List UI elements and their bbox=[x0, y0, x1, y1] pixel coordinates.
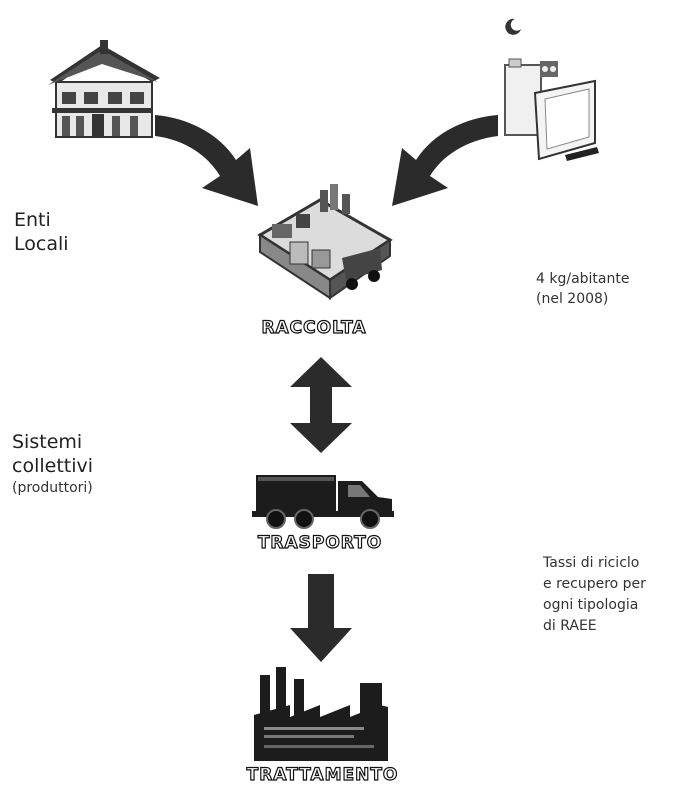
sistemi-line-1: Sistemi bbox=[12, 431, 83, 453]
stage-label-trasporto: TRASPORTO bbox=[257, 532, 383, 553]
collection-rate-line-1: 4 kg/abitante bbox=[536, 271, 630, 287]
truck-icon bbox=[252, 475, 394, 529]
sistemi-line-2: collettivi bbox=[12, 455, 94, 477]
recycling-rates-note: Tassi di riciclo e recupero per ogni tip… bbox=[543, 553, 646, 637]
stage-label-raccolta: RACCOLTA bbox=[261, 317, 367, 338]
enti-locali-label: Enti Locali bbox=[14, 208, 69, 256]
house-icon bbox=[48, 40, 160, 138]
sistemi-collettivi-label: Sistemi collettivi (produttori) bbox=[12, 430, 93, 498]
recycling-line-1: Tassi di riciclo bbox=[543, 555, 640, 571]
factory-icon bbox=[254, 667, 388, 761]
arrow-transport-to-treatment bbox=[290, 574, 352, 662]
collection-rate-note: 4 kg/abitante (nel 2008) bbox=[536, 269, 629, 309]
double-arrow-collection-transport bbox=[290, 357, 352, 453]
collection-rate-line-2: (nel 2008) bbox=[536, 291, 609, 307]
recycling-line-4: di RAEE bbox=[543, 618, 597, 634]
arrow-appliances-to-collection bbox=[392, 115, 498, 206]
enti-line-1: Enti bbox=[14, 209, 51, 231]
appliances-icon bbox=[504, 18, 599, 161]
arrow-house-to-collection bbox=[155, 115, 258, 206]
recycling-line-2: e recupero per bbox=[543, 576, 646, 592]
sistemi-line-3: (produttori) bbox=[12, 480, 93, 496]
stage-label-trattamento: TRATTAMENTO bbox=[246, 764, 399, 785]
recycling-line-3: ogni tipologia bbox=[543, 597, 639, 613]
enti-line-2: Locali bbox=[14, 233, 69, 255]
collection-center-icon bbox=[257, 184, 393, 300]
